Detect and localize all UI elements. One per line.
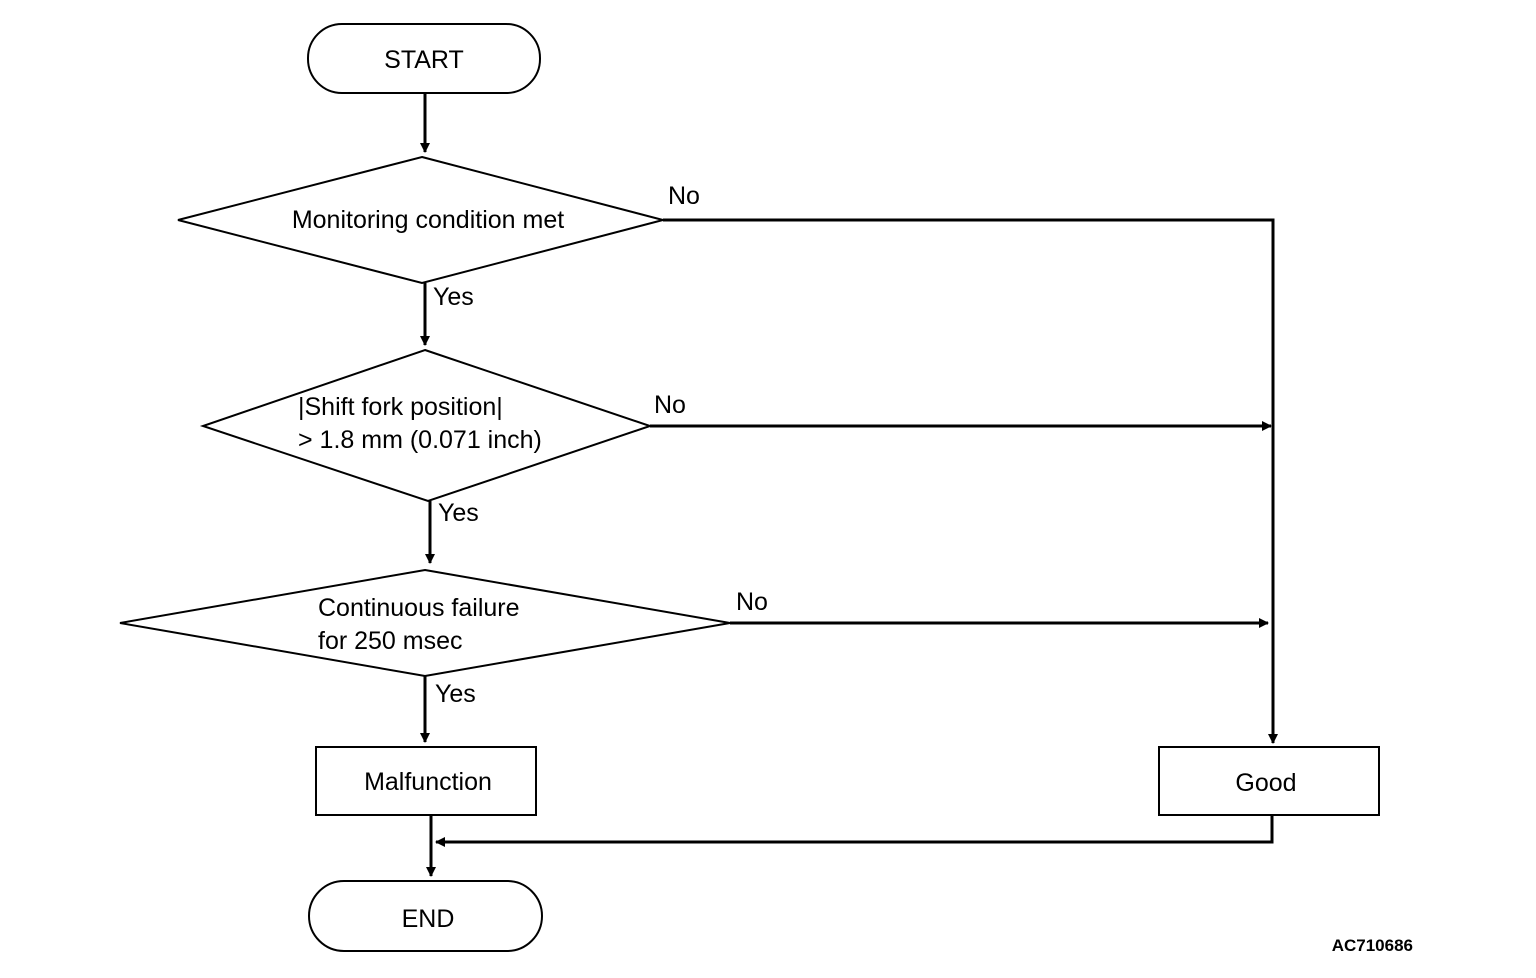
decision-monitoring-condition [177,155,667,285]
decision2-no-label: No [654,391,686,419]
decision3-label-line2: for 250 msec [318,627,463,655]
decision1-yes-label: Yes [433,283,474,311]
decision1-label: Monitoring condition met [292,206,564,234]
path-good-to-end [435,815,1274,847]
good-box [1158,746,1380,816]
decision3-no-label: No [736,588,768,616]
figure-id: AC710686 [1332,936,1413,955]
end-terminal [308,880,543,952]
good-label: Good [1235,769,1296,797]
decision1-no-label: No [668,182,700,210]
malfunction-label: Malfunction [364,768,492,796]
malfunction-box [315,746,537,816]
path-decision1-no-to-good [663,218,1278,744]
decision-continuous-failure [119,568,731,678]
decision2-label-line1: |Shift fork position| [298,393,503,421]
end-label: END [402,905,455,933]
decision3-yes-label: Yes [435,680,476,708]
decision-shift-fork-position [199,348,654,503]
decision2-yes-label: Yes [438,499,479,527]
decision2-label-line2: > 1.8 mm (0.071 inch) [298,426,542,454]
start-label: START [384,46,464,74]
decision3-label-line1: Continuous failure [318,594,520,622]
